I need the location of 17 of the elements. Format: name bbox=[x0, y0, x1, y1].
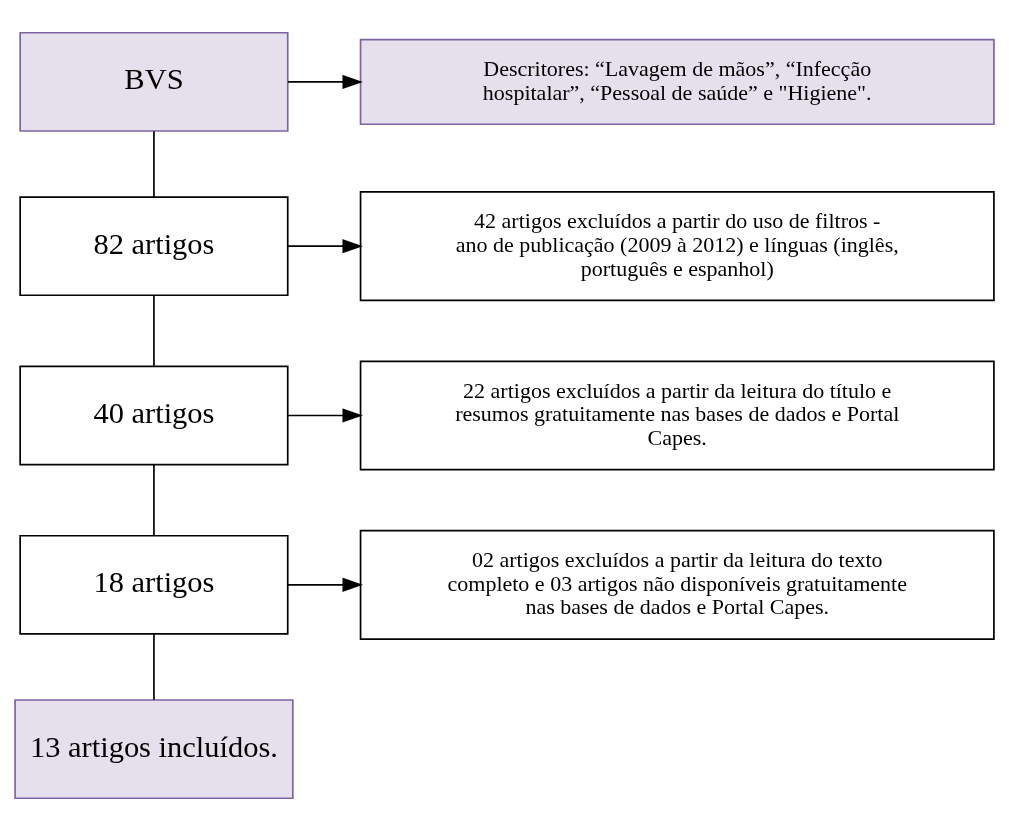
arrow bbox=[287, 239, 363, 254]
node-box: 22 artigos excluídos a partir da leitura do título e resumos gratuitamente nas bases de dados e Portal Capes. bbox=[359, 360, 995, 471]
connector bbox=[153, 130, 155, 198]
connector bbox=[153, 464, 155, 537]
node-box: 02 artigos excluídos a partir da leitura do texto completo e 03 artigos não disponíveis gratuitamente nas bases de dados e Portal Capes. bbox=[359, 529, 995, 640]
node-box: BVS bbox=[19, 31, 289, 132]
connector bbox=[153, 294, 155, 368]
arrow bbox=[287, 408, 363, 423]
node-box: 42 artigos excluídos a partir do uso de filtros - ano de publicação (2009 à 2012) e línguas (inglês, português e espanhol) bbox=[359, 191, 995, 302]
node-box: 40 artigos bbox=[19, 365, 289, 466]
arrow bbox=[287, 577, 363, 592]
node-box: Descritores: “Lavagem de mãos”, “Infecção hospitalar”, “Pessoal de saúde” e "Higiene". bbox=[359, 38, 995, 126]
node-box: 13 artigos incluídos. bbox=[14, 699, 294, 800]
node-box: 82 artigos bbox=[19, 196, 289, 297]
node-box: 18 artigos bbox=[19, 534, 289, 635]
arrow bbox=[287, 74, 363, 89]
connector bbox=[153, 633, 155, 701]
